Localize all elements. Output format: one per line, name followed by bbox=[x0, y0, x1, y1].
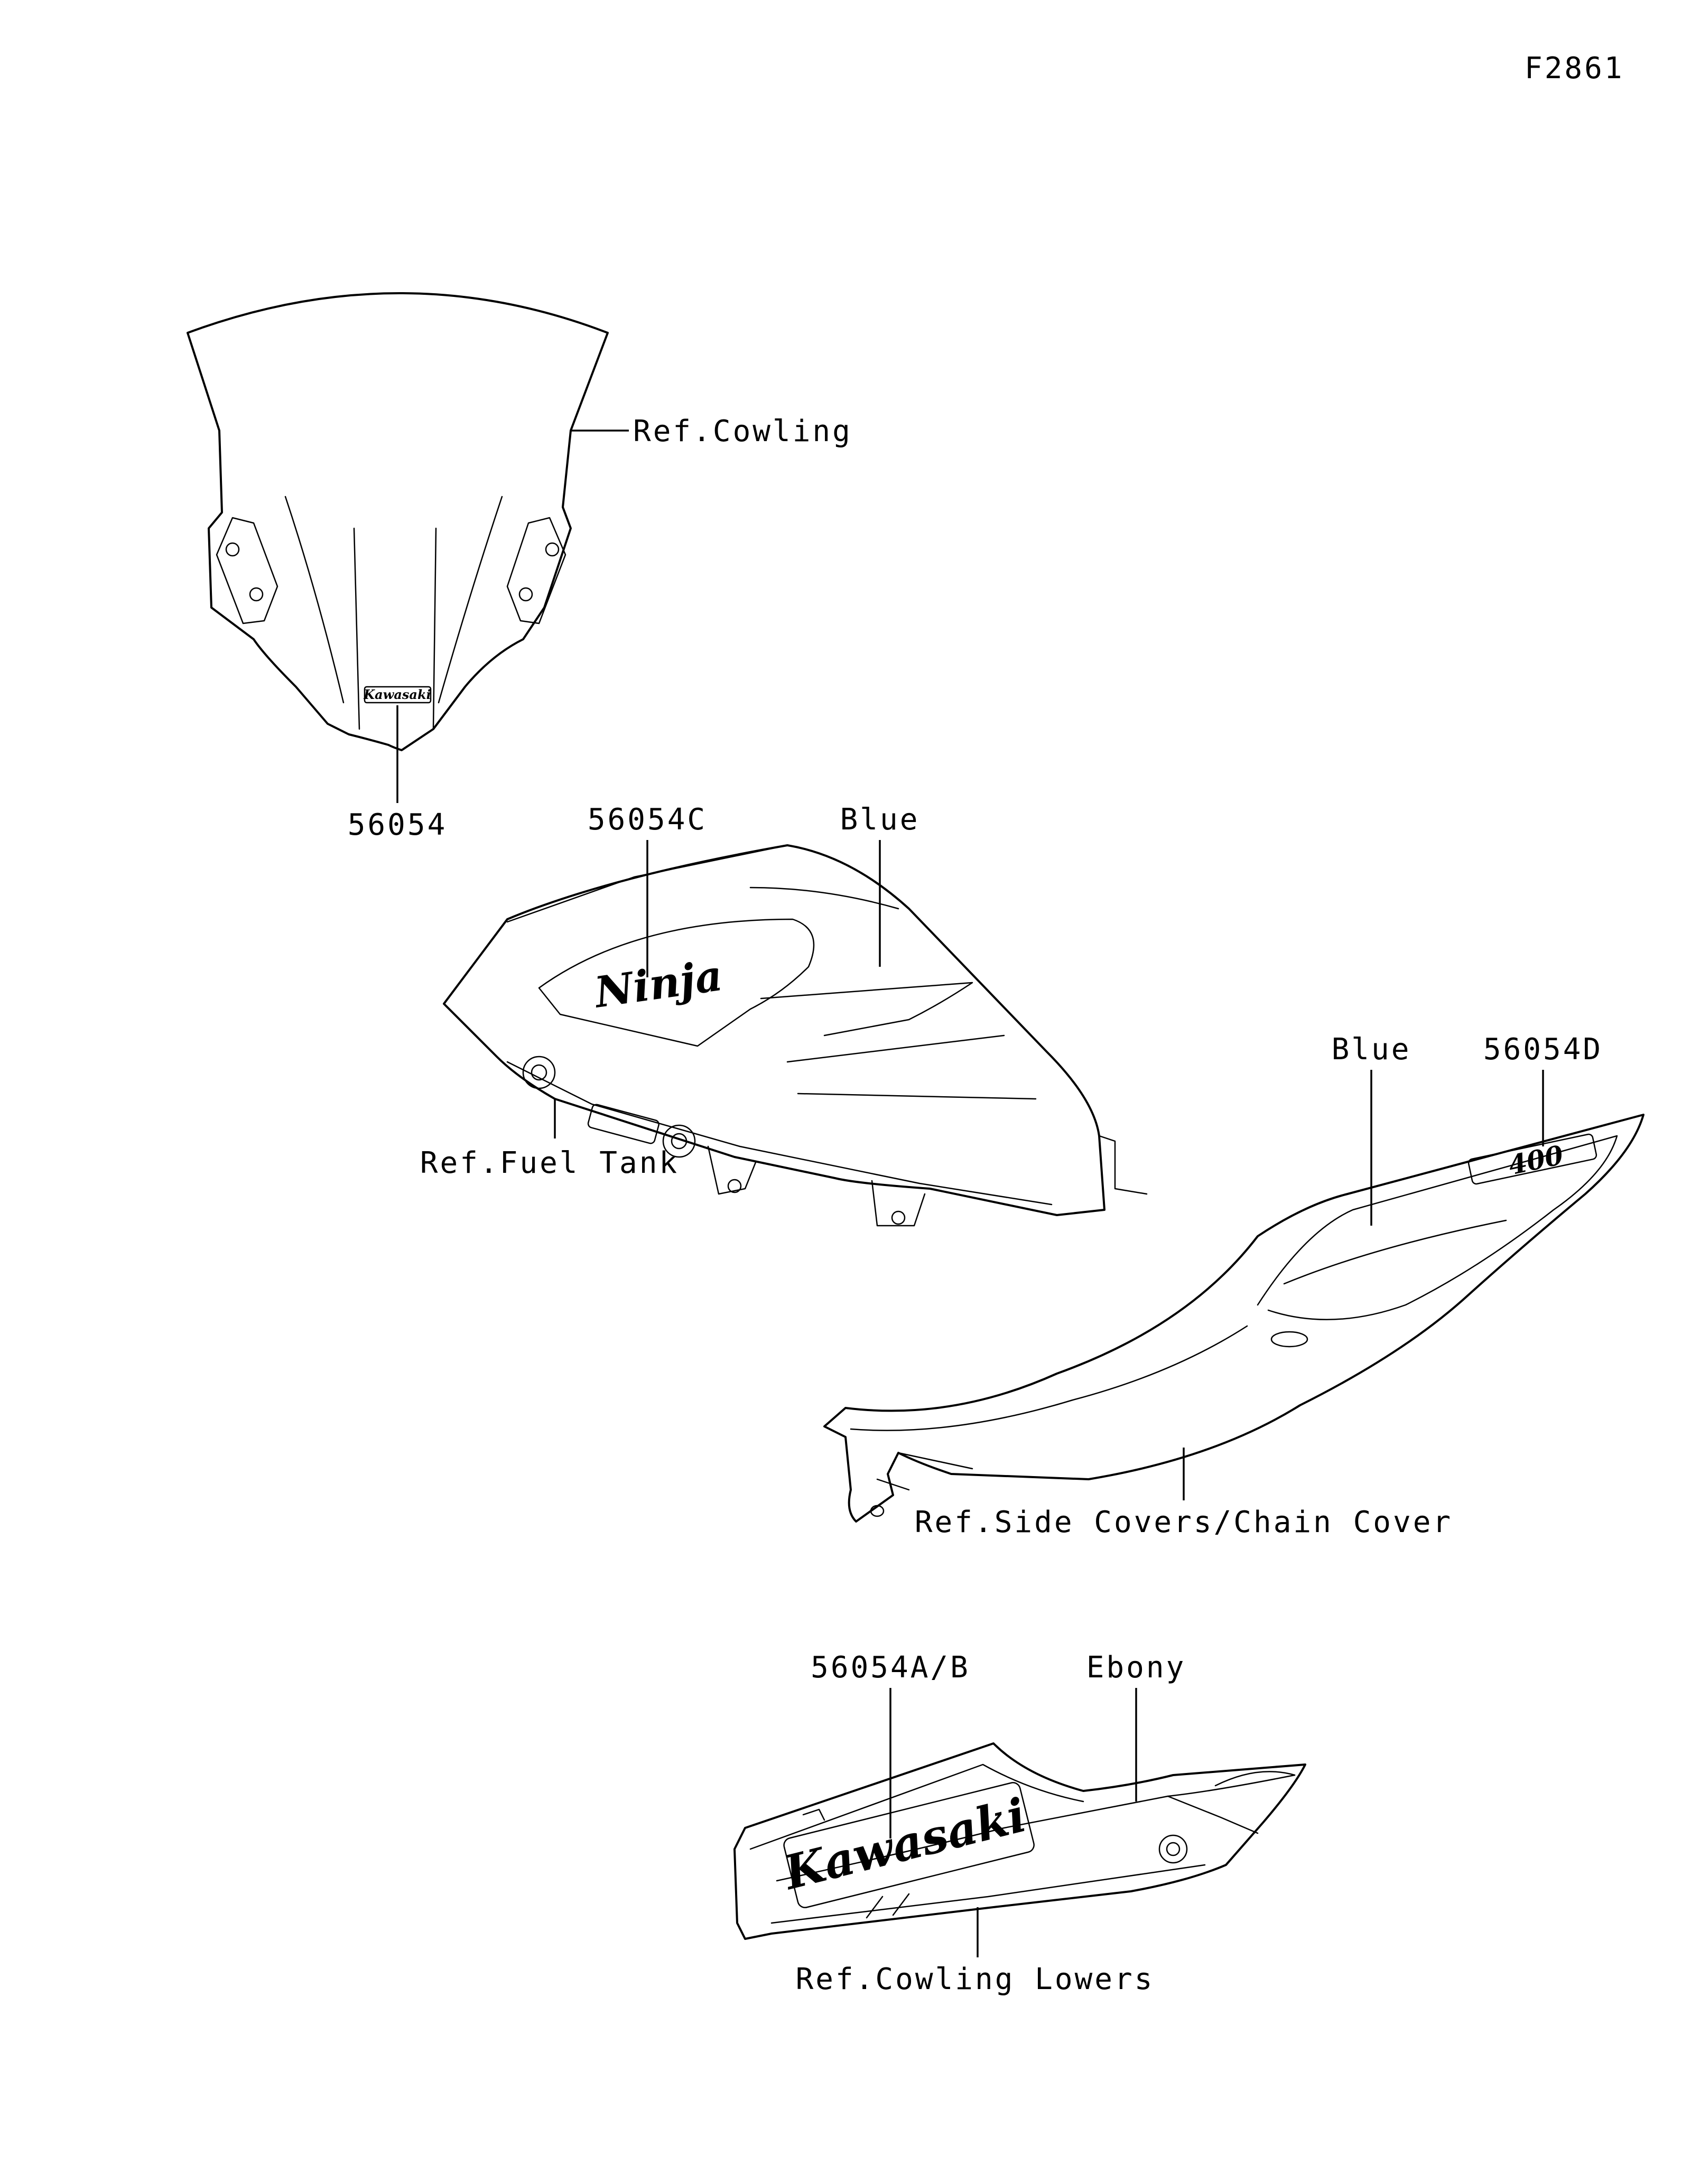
label-part-56054d: 56054D bbox=[1483, 1032, 1603, 1067]
label-ref-cowling: Ref.Cowling bbox=[633, 414, 852, 449]
label-ebony: Ebony bbox=[1086, 1650, 1186, 1685]
label-ref-side-covers: Ref.Side Covers/Chain Cover bbox=[915, 1505, 1453, 1539]
side-cover-400-decal: 400 bbox=[1506, 1139, 1566, 1181]
label-part-56054: 56054 bbox=[348, 808, 448, 842]
side-cover-part: 400 bbox=[823, 1114, 1644, 1523]
windshield-part: Kawasaki bbox=[187, 292, 609, 751]
label-ref-fuel-tank: Ref.Fuel Tank bbox=[420, 1146, 679, 1180]
windshield-kawasaki-decal: Kawasaki bbox=[363, 687, 431, 702]
label-part-56054c: 56054C bbox=[588, 802, 707, 837]
lower-cowling-part: Kawasaki bbox=[733, 1742, 1306, 1940]
label-blue-side: Blue bbox=[1332, 1032, 1411, 1067]
tank-ninja-decal: Ninja bbox=[590, 950, 726, 1018]
label-part-56054ab: 56054A/B bbox=[811, 1650, 970, 1685]
label-ref-cowling-lowers: Ref.Cowling Lowers bbox=[796, 1962, 1155, 1996]
figure-code: F2861 bbox=[1525, 51, 1624, 86]
label-blue-tank: Blue bbox=[840, 802, 920, 837]
